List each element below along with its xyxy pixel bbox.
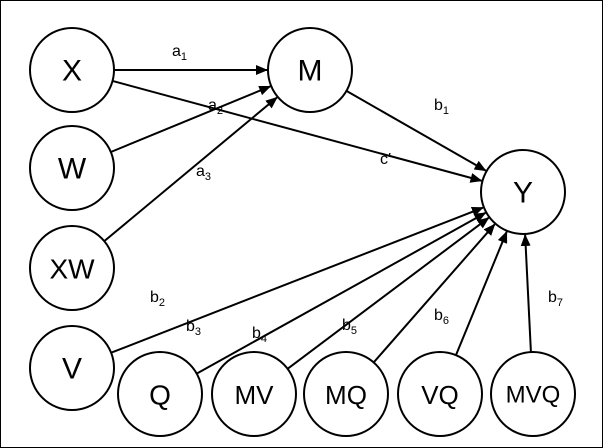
edges-layer — [103, 65, 532, 375]
edge-label-subscript: 3 — [195, 326, 201, 338]
node-circle — [29, 27, 115, 113]
node-vq: VQ — [397, 351, 483, 437]
edge-label-subscript: 2 — [159, 297, 165, 309]
node-label: W — [58, 153, 87, 186]
node-circle — [267, 27, 353, 113]
edge-label-symbol: b — [434, 307, 443, 324]
edge-label-subscript: 3 — [205, 171, 211, 183]
node-mvq: MVQ — [490, 351, 576, 437]
node-circle — [29, 325, 115, 411]
edge-label-symbol: b — [342, 317, 351, 334]
edge-label-v-to-y: b2 — [150, 289, 165, 309]
node-w: W — [29, 125, 115, 211]
edge-w-to-m — [110, 85, 272, 153]
node-label: MQ — [325, 380, 367, 410]
edge-label-symbol: b — [252, 325, 261, 342]
node-label: VQ — [421, 380, 459, 410]
edge-label-symbol: b — [150, 289, 159, 306]
edge-v-to-y — [110, 206, 484, 354]
edge-label-q-to-y: b3 — [186, 318, 201, 338]
edge-mv-to-y — [286, 217, 490, 370]
edge-x-to-y — [112, 80, 483, 183]
node-mq: MQ — [303, 351, 389, 437]
node-label: M — [298, 55, 323, 88]
edge-label-x-to-y: c′ — [380, 151, 391, 168]
node-label: Q — [149, 380, 171, 411]
node-q: Q — [117, 351, 203, 437]
edge-label-mv-to-y: b4 — [252, 325, 267, 345]
edge-label-subscript: 2 — [217, 105, 223, 117]
edge-vq-to-y — [455, 230, 508, 356]
node-label: X — [62, 55, 82, 88]
edge-xw-to-m — [103, 96, 278, 242]
edge-label-w-to-m: a2 — [208, 97, 223, 117]
edge-label-subscript: 5 — [351, 325, 357, 337]
node-circle — [29, 125, 115, 211]
node-label: XW — [49, 254, 95, 285]
node-label: MVQ — [506, 382, 561, 409]
edge-label-symbol: a — [208, 97, 217, 114]
edge-label-mvq-to-y: b7 — [548, 289, 563, 309]
node-circle — [490, 351, 576, 437]
edge-label-vq-to-y: b6 — [434, 307, 449, 327]
edge-m-to-y — [345, 90, 487, 172]
edge-label-subscript: 1 — [443, 105, 449, 117]
edge-label-mq-to-y: b5 — [342, 317, 357, 337]
edge-label-symbol: b — [434, 97, 443, 114]
node-circle — [211, 351, 297, 437]
edge-label-symbol: b — [548, 289, 557, 306]
edge-label-symbol: a — [172, 43, 181, 60]
edge-label-m-to-y: b1 — [434, 97, 449, 117]
edge-label-xw-to-m: a3 — [196, 163, 211, 183]
node-label: V — [62, 353, 82, 386]
edge-label-subscript: 6 — [443, 315, 449, 327]
node-v: V — [29, 325, 115, 411]
edge-label-subscript: 1 — [181, 51, 187, 63]
node-circle — [397, 351, 483, 437]
node-label: MV — [235, 380, 275, 410]
edge-mvq-to-y — [520, 233, 532, 353]
node-mv: MV — [211, 351, 297, 437]
node-xw: XW — [29, 225, 115, 311]
edge-label-symbol: b — [186, 318, 195, 335]
node-label: Y — [513, 177, 533, 210]
node-circle — [117, 351, 203, 437]
edge-label-subscript: 7 — [557, 297, 563, 309]
node-m: M — [267, 27, 353, 113]
edge-label-symbol: c′ — [380, 151, 391, 168]
edge-label-x-to-m: a1 — [172, 43, 187, 63]
node-x: X — [29, 27, 115, 113]
edge-mq-to-y — [372, 223, 496, 364]
edge-label-subscript: 4 — [261, 333, 267, 345]
node-circle — [29, 225, 115, 311]
node-circle — [480, 149, 566, 235]
node-circle — [303, 351, 389, 437]
edge-label-symbol: a — [196, 163, 205, 180]
edge-q-to-y — [196, 212, 487, 375]
node-y: Y — [480, 149, 566, 235]
